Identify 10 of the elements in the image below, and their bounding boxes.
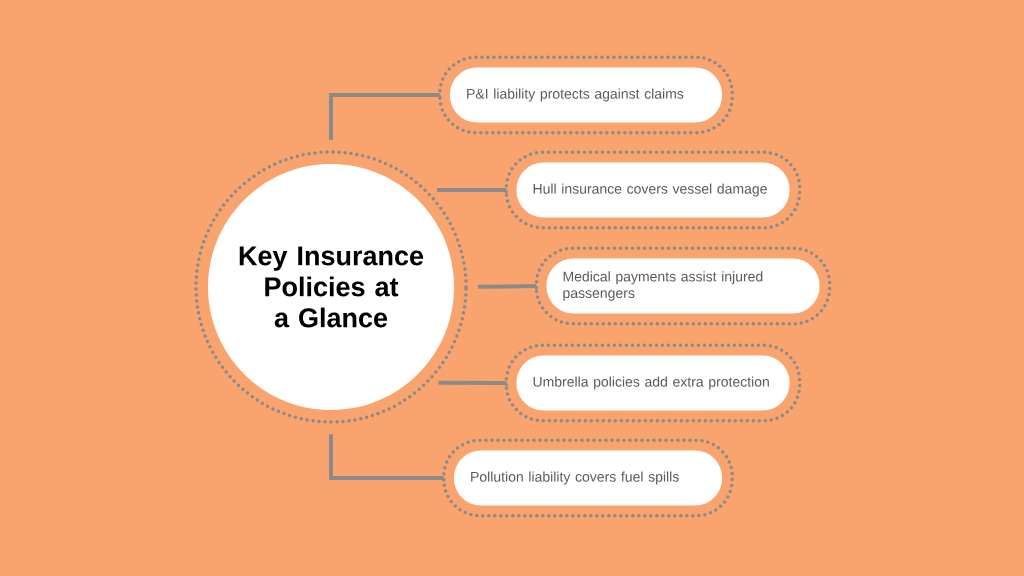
policy-pill: Umbrella policies add extra protection — [504, 343, 802, 423]
policy-pill: Hull insurance covers vessel damage — [504, 150, 802, 230]
connector-line — [329, 93, 440, 140]
connector-line — [478, 284, 537, 289]
policy-pill: Medical payments assist injured passengers — [534, 246, 832, 326]
policy-pill: Pollution liability covers fuel spills — [442, 438, 734, 518]
policy-pill: P&I liability protects against claims — [438, 55, 734, 135]
connector-line — [329, 434, 444, 480]
connector-line — [437, 187, 507, 192]
connector-line — [438, 380, 507, 385]
